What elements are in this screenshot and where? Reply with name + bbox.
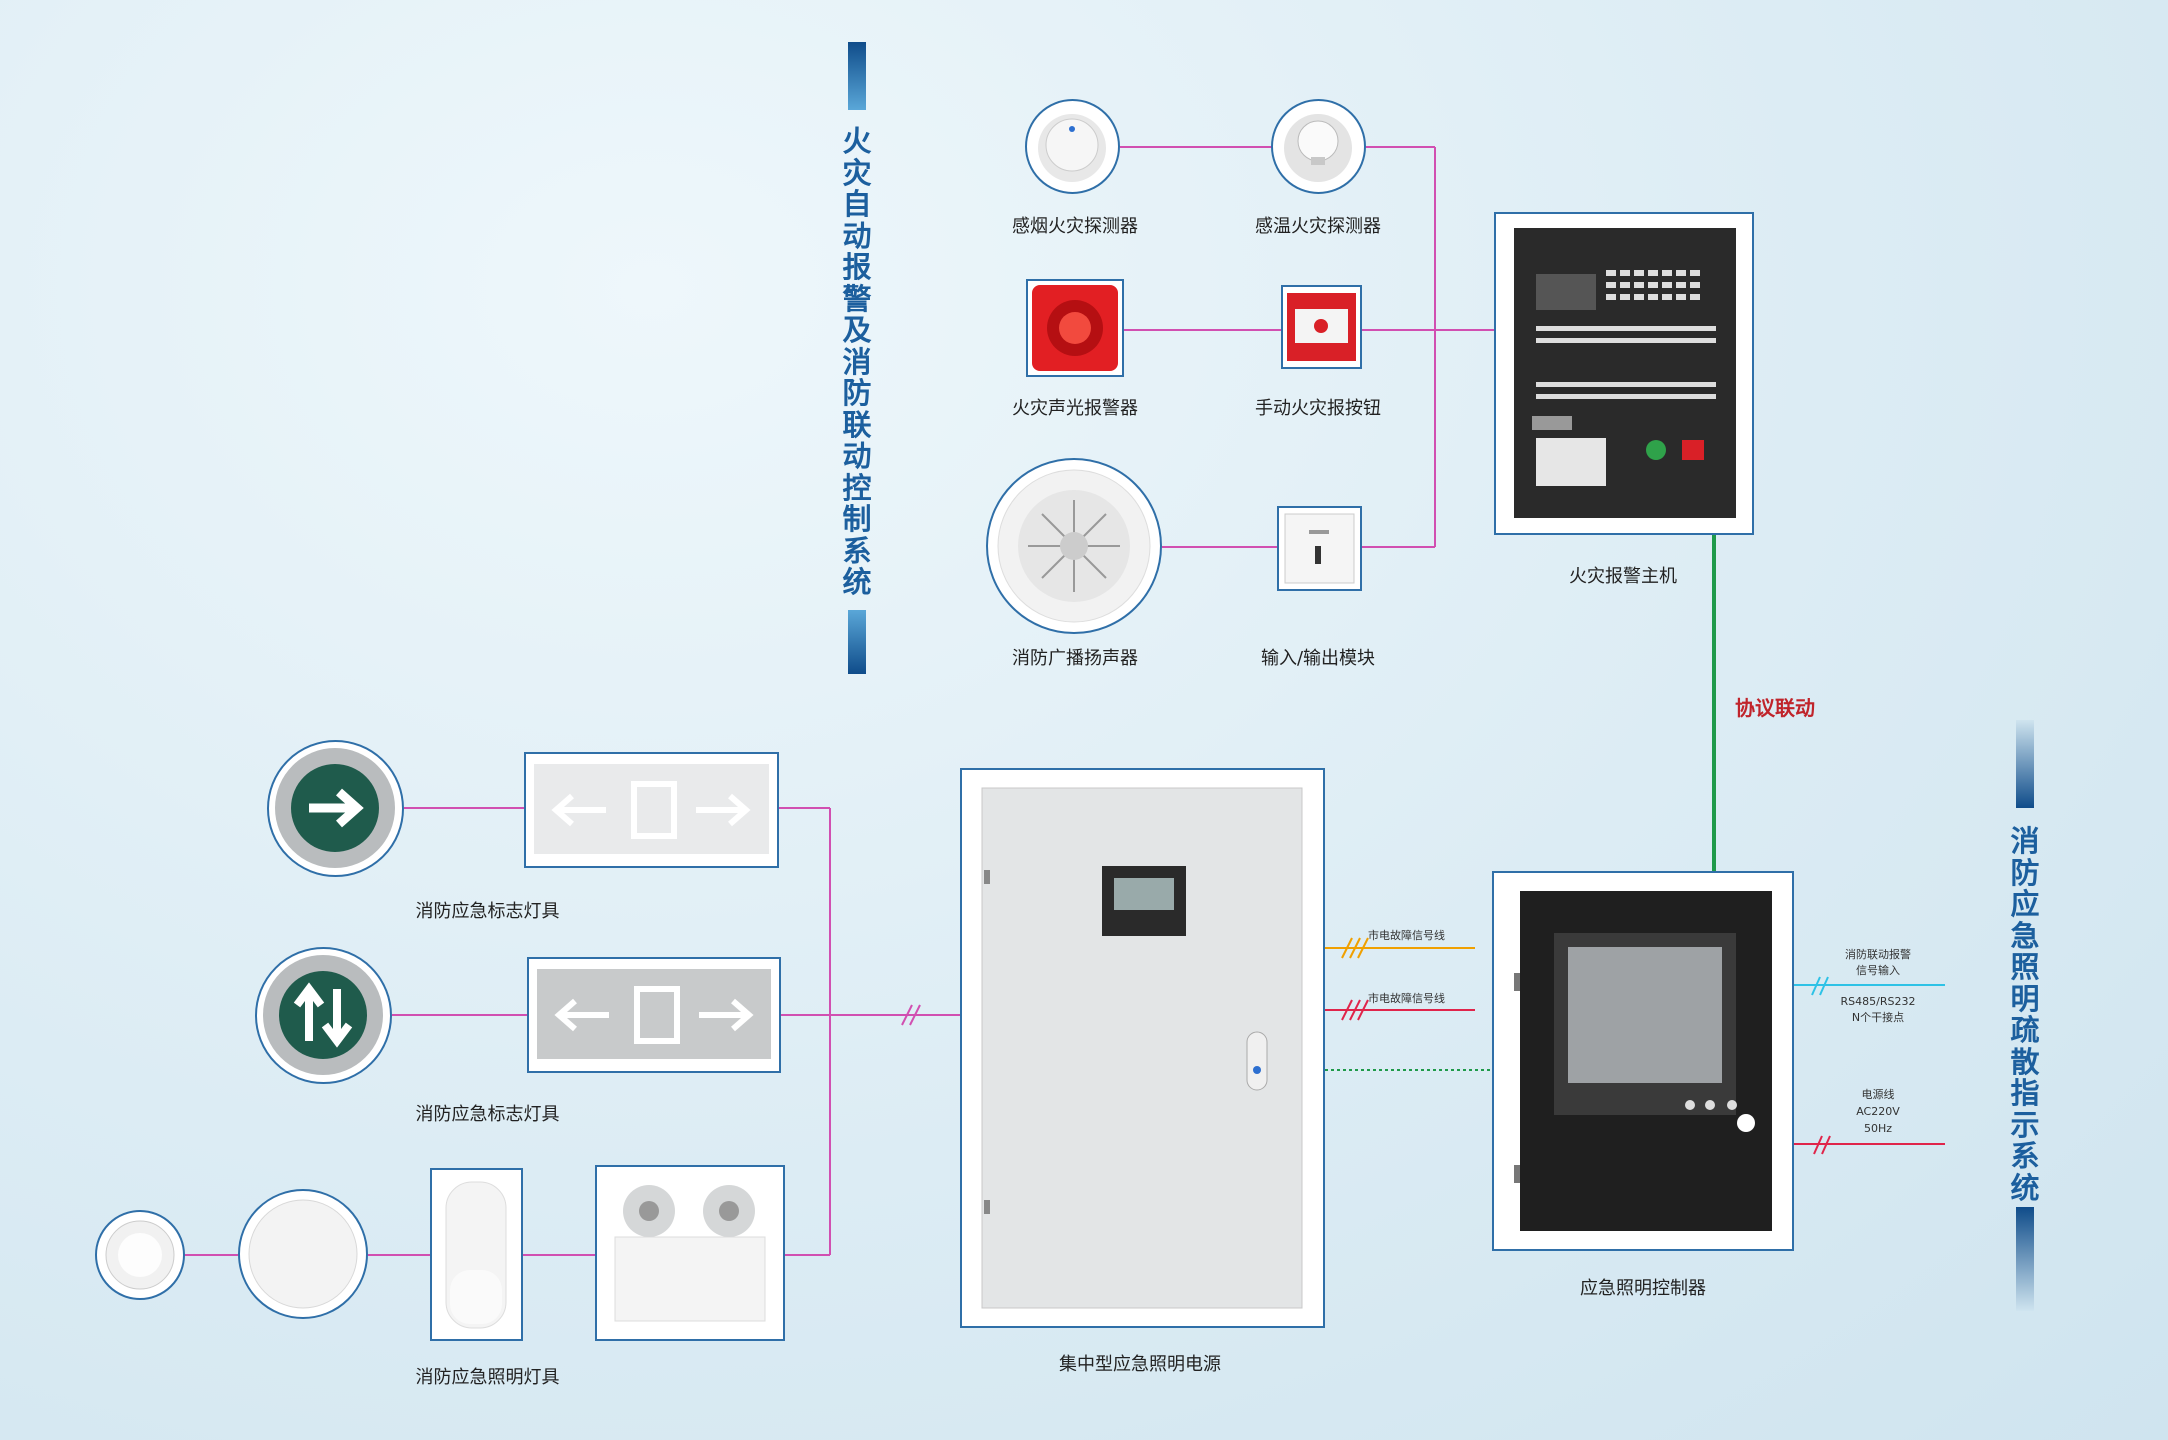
emergency-controller-image <box>1492 871 1794 1251</box>
smoke-detector-label: 感烟火灾探测器 <box>1012 216 1138 237</box>
exit-sign-2-image <box>527 957 781 1073</box>
manual-button-label: 手动火灾报按钮 <box>1255 398 1381 419</box>
fire-system-title: 火灾自动报警及消防联动控制系统 <box>842 124 872 599</box>
evac-title-bar-top <box>2016 720 2034 808</box>
evac-system-title: 消防应急照明疏散指示系统 <box>2010 824 2040 1205</box>
exit-sign-1-image <box>524 752 779 868</box>
floor-arrow-lamp-image <box>267 740 404 877</box>
central-power-label: 集中型应急照明电源 <box>1059 1354 1221 1375</box>
title-bar-bottom <box>848 610 866 674</box>
io-module-label: 输入/输出模块 <box>1260 648 1376 669</box>
downlight-small-image <box>95 1210 185 1300</box>
wall-lamp-image <box>430 1168 523 1341</box>
mains-fault-signal-2: 市电故障信号线 <box>1368 992 1445 1005</box>
alarm-input-label-2: 信号输入 <box>1856 964 1900 977</box>
fire-host-image <box>1494 212 1754 535</box>
fire-host-label: 火灾报警主机 <box>1569 566 1677 587</box>
sign-lamp-label-1: 消防应急标志灯具 <box>415 901 560 922</box>
power-line-label-1: 电源线 <box>1861 1088 1895 1101</box>
sound-light-alarm-image <box>1026 279 1124 377</box>
rs-line-label-2: N个干接点 <box>1851 1011 1905 1024</box>
manual-button-image <box>1281 285 1362 369</box>
title-bar-top <box>848 42 866 110</box>
sign-lamp-label-2: 消防应急标志灯具 <box>415 1104 560 1125</box>
power-line-label-2: AC220V <box>1856 1105 1900 1118</box>
heat-detector-image <box>1271 99 1366 194</box>
evac-title-bar-bottom <box>2016 1207 2034 1311</box>
power-line-label-3: 50Hz <box>1863 1122 1893 1135</box>
rs-line-label-1: RS485/RS232 <box>1840 995 1916 1008</box>
mains-fault-signal-1: 市电故障信号线 <box>1368 929 1445 942</box>
heat-detector-label: 感温火灾探测器 <box>1255 216 1381 237</box>
central-power-image <box>960 768 1325 1328</box>
emergency-controller-label: 应急照明控制器 <box>1580 1278 1706 1299</box>
io-module-image <box>1277 506 1362 591</box>
floor-double-arrow-lamp-image <box>255 947 392 1084</box>
sound-light-alarm-label: 火灾声光报警器 <box>1012 398 1138 419</box>
protocol-link-label: 协议联动 <box>1735 696 1815 720</box>
alarm-input-label-1: 消防联动报警 <box>1845 948 1911 961</box>
lighting-lamp-label: 消防应急照明灯具 <box>415 1367 560 1388</box>
twin-head-lamp-image <box>595 1165 785 1341</box>
smoke-detector-image <box>1025 99 1120 194</box>
speaker-label: 消防广播扬声器 <box>1012 648 1138 669</box>
speaker-image <box>986 458 1162 634</box>
ceiling-lamp-image <box>238 1189 368 1319</box>
